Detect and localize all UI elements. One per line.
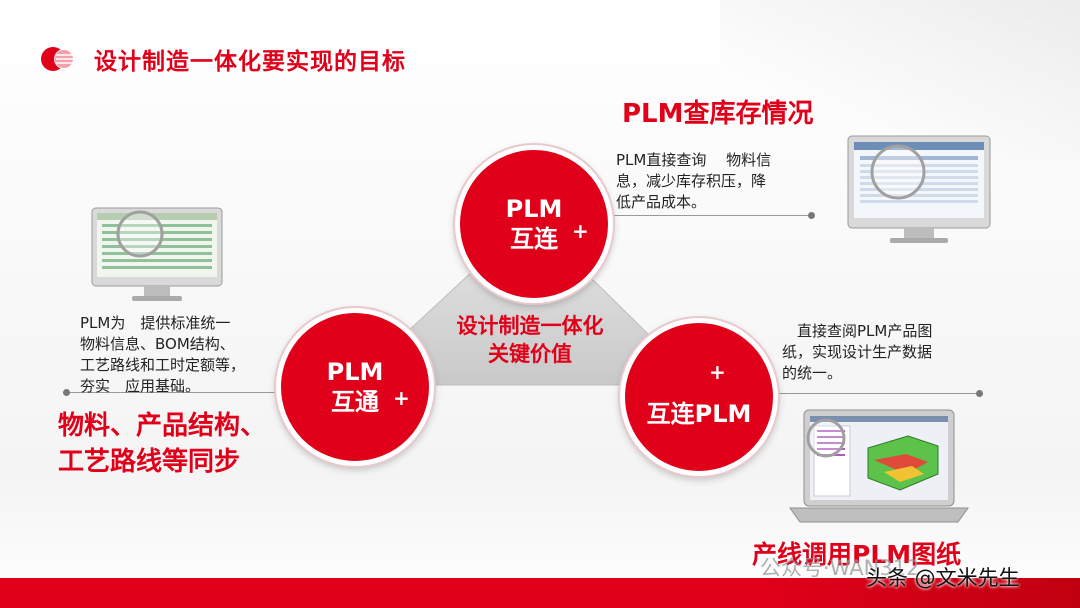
desc-line: 息，减少库存积压，降 bbox=[616, 172, 767, 190]
connector-dot-left bbox=[63, 389, 70, 396]
desc-line: 物料信息、BOM结构、 bbox=[80, 335, 235, 353]
plus-icon: + bbox=[709, 360, 726, 384]
desc-line: PLM直接查询 物料信 bbox=[616, 151, 772, 169]
heading-drawings: 产线调用PLM图纸 bbox=[752, 540, 962, 569]
toutiao-watermark: 头条 @文米先生 bbox=[866, 566, 1020, 590]
desktop-monitor-image bbox=[847, 135, 991, 243]
circle-left-line1: PLM bbox=[326, 358, 384, 386]
desc-interop: PLM为 提供标准统一 物料信息、BOM结构、 工艺路线和工时定额等， 夯实 应… bbox=[80, 313, 280, 397]
plus-icon: + bbox=[572, 219, 589, 243]
circle-right-line1: 互连PLM bbox=[646, 400, 752, 428]
page-title: 设计制造一体化要实现的目标 bbox=[94, 49, 406, 75]
connector-dot-top bbox=[808, 212, 815, 219]
heading-sync: 物料、产品结构、 工艺路线等同步 bbox=[58, 408, 266, 480]
heading-inventory: PLM查库存情况 bbox=[622, 99, 814, 129]
title-bullet-icon bbox=[41, 47, 76, 71]
connector-dot-right bbox=[976, 390, 983, 397]
wechat-watermark: 公众号·WAN312 bbox=[760, 556, 920, 580]
desc-line: 低产品成本。 bbox=[616, 193, 707, 211]
circle-top-line1: PLM bbox=[505, 195, 563, 223]
plus-icon: + bbox=[393, 386, 410, 410]
connector-line-right bbox=[770, 393, 980, 394]
laptop-image bbox=[789, 409, 969, 523]
desc-line: 夯实 应用基础。 bbox=[80, 377, 201, 395]
circle-plm-connect-top: PLM 互连 + bbox=[455, 145, 613, 303]
desc-line: PLM为 提供标准统一 bbox=[80, 314, 231, 332]
circle-left-line2: 互通 bbox=[331, 388, 379, 416]
circle-plm-interop-left: PLM 互通 + bbox=[276, 308, 434, 466]
background-decoration bbox=[720, 0, 1080, 160]
footer-bar bbox=[0, 578, 1080, 608]
center-label-line2: 关键价值 bbox=[488, 342, 572, 366]
desc-line: 直接查阅PLM产品图 bbox=[782, 322, 933, 340]
heading-sync-line1: 物料、产品结构、 bbox=[58, 411, 267, 441]
connector-line-top bbox=[600, 215, 812, 216]
circle-top-line2: 互连 bbox=[510, 225, 558, 253]
connector-line-left bbox=[68, 392, 278, 393]
center-label-line1: 设计制造一体化 bbox=[456, 314, 604, 338]
desc-line: 工艺路线和工时定额等， bbox=[80, 356, 246, 374]
circle-connect-plm-right: 互连PLM + bbox=[620, 318, 778, 476]
heading-sync-line2: 工艺路线等同步 bbox=[58, 447, 241, 477]
center-label: 设计制造一体化 关键价值 bbox=[440, 312, 620, 368]
desc-inventory: PLM直接查询 物料信 息，减少库存积压，降 低产品成本。 bbox=[616, 150, 816, 213]
desktop-monitor-image bbox=[91, 207, 223, 301]
desc-line: 的统一。 bbox=[782, 364, 843, 382]
desc-drawings: 直接查阅PLM产品图 纸，实现设计生产数据 的统一。 bbox=[782, 321, 982, 384]
desc-line: 纸，实现设计生产数据 bbox=[782, 343, 933, 361]
